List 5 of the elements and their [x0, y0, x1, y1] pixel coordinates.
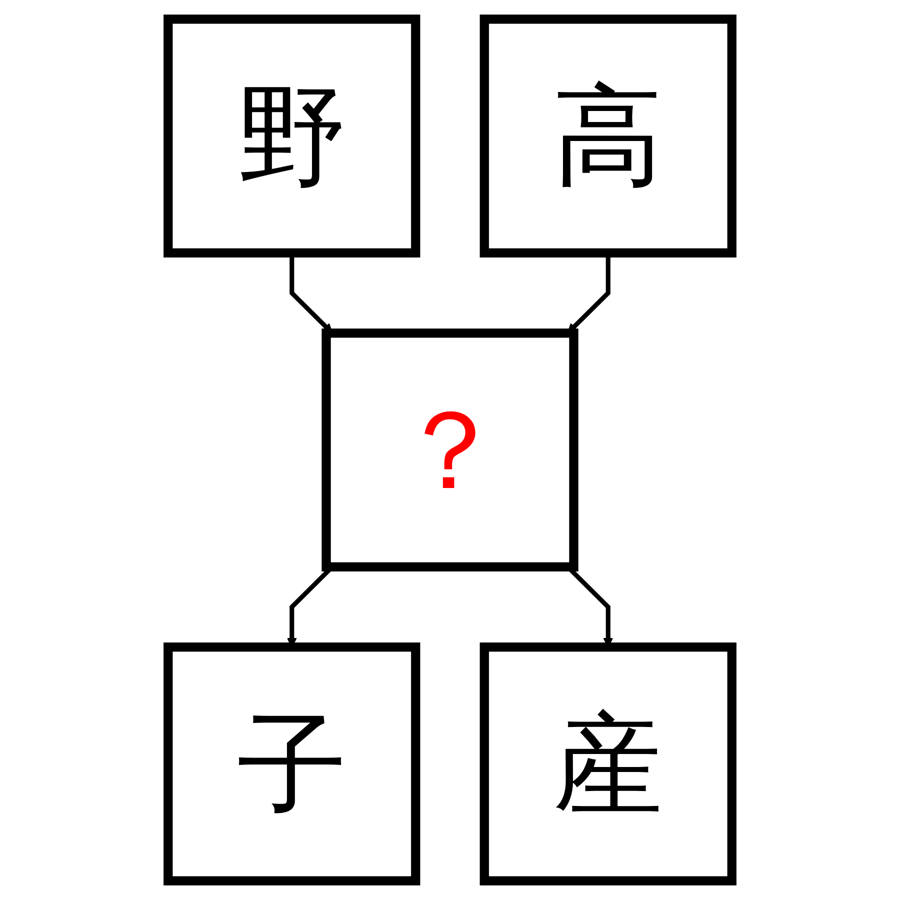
- node-box: [164, 642, 420, 886]
- node-box: [480, 14, 736, 258]
- node-box: [164, 14, 420, 258]
- node-box: [480, 642, 736, 886]
- node-box: [322, 328, 578, 572]
